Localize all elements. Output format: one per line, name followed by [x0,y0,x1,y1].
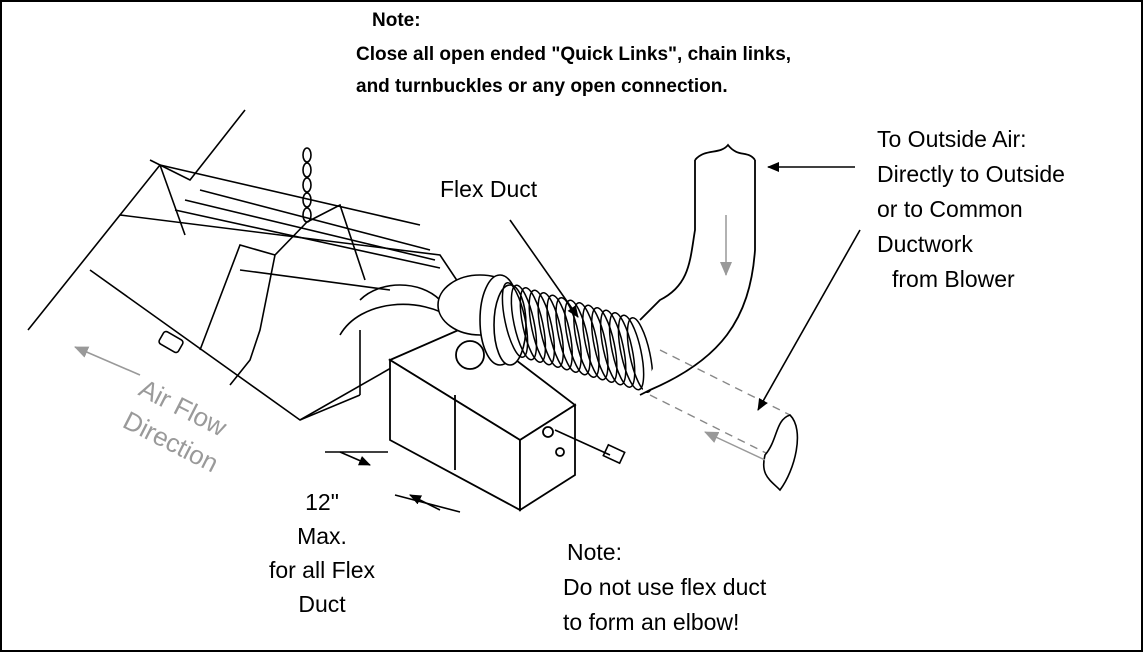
air-flow-arrow [74,346,141,376]
dimension-for-all: for all Flex [268,557,376,583]
blower-housing [437,274,527,366]
flex-duct-ring [590,307,618,383]
duct-flow-arrow [704,431,766,461]
rigid-elbow-pipe [639,143,756,396]
flex-duct-ring [626,317,654,393]
flex-duct-ring [617,314,645,391]
flex-duct-ring [519,287,547,363]
bottom-note-line-2: to form an elbow! [563,609,740,635]
bottom-note-line-1: Do not use flex duct [563,574,767,600]
dimension-value: 12" [305,489,339,515]
top-note-line-2: and turnbuckles or any open connection. [356,76,728,97]
flex-duct [501,282,654,393]
top-note-line-1: Close all open ended "Quick Links", chai… [356,44,792,65]
outside-air-line-1: To Outside Air: [877,126,1027,152]
flex-duct-ring [564,299,591,376]
flex-duct-ring [510,284,538,361]
dimension-arrow-top [339,451,371,466]
flex-duct-ring [599,309,627,386]
dimension-duct: Duct [298,591,346,617]
flex-duct-label: Flex Duct [440,176,538,202]
flex-duct-ring [555,297,582,373]
dimension-arrow-bottom [409,494,441,511]
common-ductwork-dashed [649,349,791,456]
heater-reflector [27,109,471,421]
flex-duct-ring [537,292,565,368]
top-note-heading: Note: [372,10,421,31]
outside-air-line-5: from Blower [892,266,1015,292]
flex-duct-ring [573,302,600,378]
flex-duct-ring [608,312,636,388]
chain-hanger [158,147,366,386]
outside-air-line-2: Directly to Outside [877,161,1065,187]
flex-duct-ring [582,304,609,381]
flex-duct-ring [546,294,573,371]
bottom-note-heading: Note: [567,539,622,565]
ductwork-leader [757,229,861,411]
outside-air-line-4: Ductwork [877,231,973,257]
dimension-max: Max. [297,523,347,549]
duct-break-end [762,414,799,492]
blower-box [388,323,577,512]
flex-duct-leader [509,219,579,318]
power-cord [554,429,626,465]
flex-duct-ring [501,282,529,358]
flex-duct-ring [528,289,556,366]
outside-air-line-3: or to Common [877,196,1023,222]
